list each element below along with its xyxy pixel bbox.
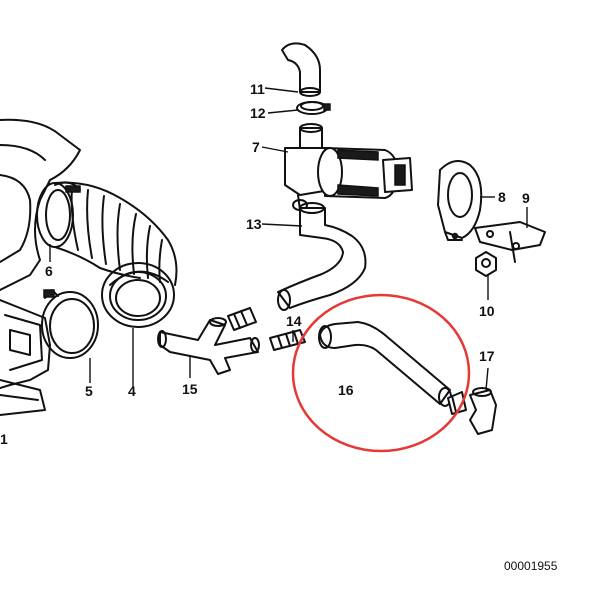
callout-14: 14 (286, 313, 302, 329)
part-11-elbow-hose (281, 42, 321, 97)
part-1-flange (0, 299, 51, 416)
callout-5: 5 (85, 383, 93, 399)
callout-11: 11 (250, 81, 265, 97)
part-7-valve (284, 123, 413, 211)
part-6-bellows (36, 181, 178, 286)
part-4-ring (101, 262, 175, 328)
callout-7: 7 (252, 139, 260, 155)
highlight-circle (291, 293, 471, 453)
callout-1: 1 (0, 431, 8, 447)
document-number: 00001955 (504, 559, 558, 573)
callout-8: 8 (498, 189, 506, 205)
part-15-y-piece (157, 317, 260, 375)
part-8-bracket (437, 160, 483, 241)
callout-13: 13 (246, 216, 262, 232)
callout-6: 6 (45, 263, 53, 279)
part-17-elbow (447, 387, 497, 435)
part-5-clamp-ring (41, 289, 99, 359)
part-13-hose (277, 202, 367, 311)
callout-15: 15 (182, 381, 198, 397)
leader-lines (49, 87, 528, 391)
callout-9: 9 (522, 190, 530, 206)
part-10-nut (475, 251, 497, 277)
part-9-plate (474, 221, 546, 263)
callout-16: 16 (338, 382, 354, 398)
callout-12: 12 (250, 105, 266, 121)
part-12-clamp (296, 101, 331, 115)
callout-17: 17 (479, 348, 495, 364)
callout-4: 4 (128, 383, 136, 399)
part-14-fittings (227, 307, 306, 351)
callouts: 11 12 7 13 8 9 10 14 17 16 15 4 5 6 1 (0, 81, 530, 447)
callout-10: 10 (479, 303, 495, 319)
